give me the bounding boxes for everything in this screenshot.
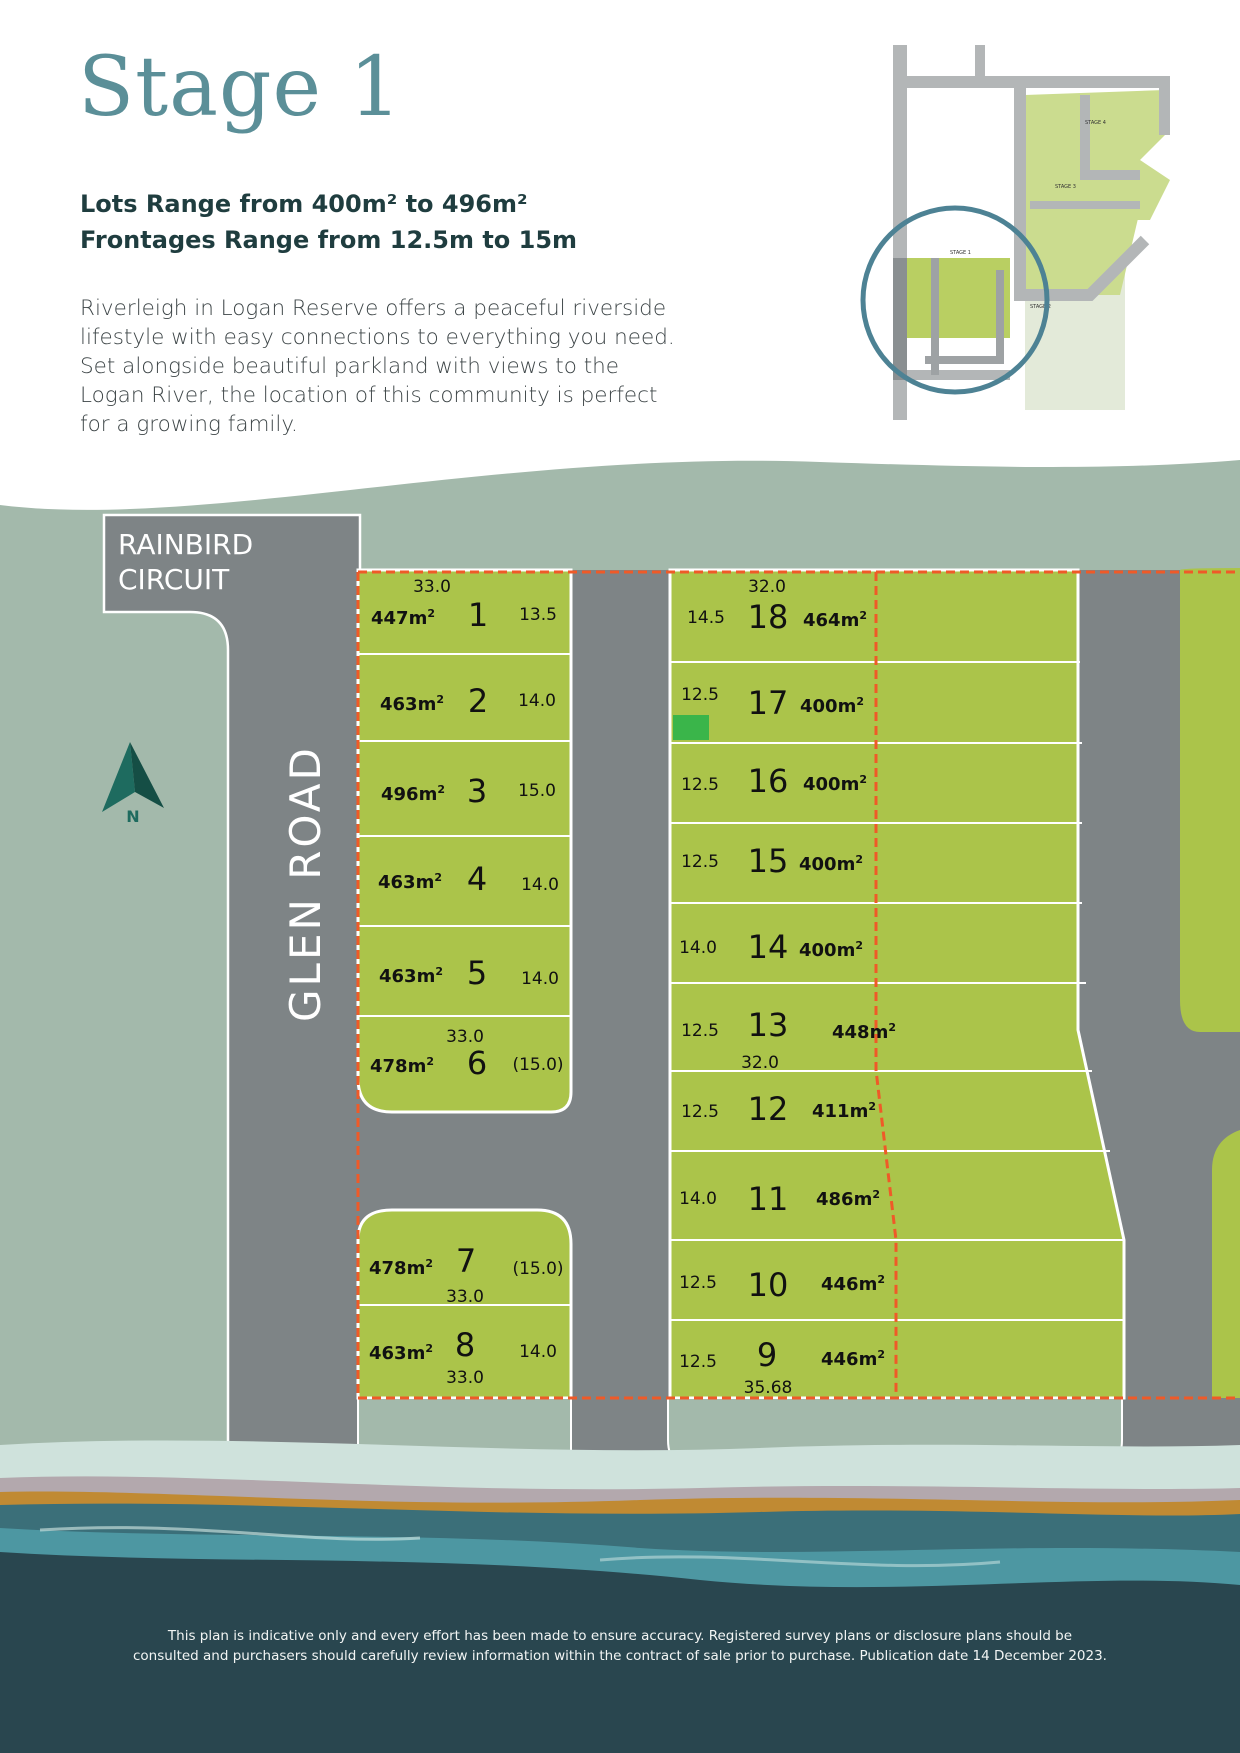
lot-1-depth: 33.0 <box>413 577 451 597</box>
lot-14-area: 400m2 <box>799 939 863 961</box>
north-arrow-icon: N <box>102 742 164 826</box>
lot-1-area: 447m2 <box>371 607 435 629</box>
lot-11-frontage: 14.0 <box>679 1189 717 1209</box>
lot-7-frontage: (15.0) <box>512 1259 563 1279</box>
lot-10-frontage: 12.5 <box>679 1273 717 1293</box>
lot-8-area: 463m2 <box>369 1342 433 1364</box>
disclaimer-line: This plan is indicative only and every e… <box>167 1628 1073 1644</box>
frontages-range: Frontages Range from 12.5m to 15m <box>80 226 578 254</box>
lot-17-area: 400m2 <box>800 695 864 717</box>
lot-16-frontage: 12.5 <box>681 775 719 795</box>
lot-12-number: 12 <box>748 1090 789 1128</box>
lot-6-number: 6 <box>467 1044 487 1082</box>
lot-8-frontage: 14.0 <box>519 1342 557 1362</box>
lot-4-frontage: 14.0 <box>521 875 559 895</box>
intro-text: Riverleigh in Logan Reserve offers a pea… <box>80 294 720 439</box>
lot-13-area: 448m2 <box>832 1021 896 1043</box>
lot-13-number: 13 <box>748 1006 789 1044</box>
lot-2-number: 2 <box>468 682 488 720</box>
lot-11-area: 486m2 <box>816 1188 880 1210</box>
lot-3-number: 3 <box>467 772 487 810</box>
lot-labels: 1 447m2 13.5 33.0 2 463m2 14.0 3 496m2 15.0 4 463m2… <box>369 577 896 1398</box>
lot-13-depth: 32.0 <box>741 1053 779 1073</box>
lot-6-frontage: (15.0) <box>512 1055 563 1075</box>
lot-4-area: 463m2 <box>378 871 442 893</box>
lot-9-area: 446m2 <box>821 1348 885 1370</box>
lot-17-number: 17 <box>748 684 789 722</box>
lot-16-area: 400m2 <box>803 773 867 795</box>
keymap-stage-4 <box>1025 90 1170 220</box>
glen-road-label: GLEN ROAD <box>281 745 330 1022</box>
lot-10-number: 10 <box>748 1266 789 1304</box>
lots-range: Lots Range from 400m² to 496m² <box>80 190 528 218</box>
lot-1-number: 1 <box>468 596 488 634</box>
lot-5-number: 5 <box>467 954 487 992</box>
lot-14-number: 14 <box>748 928 789 966</box>
lot-7-area: 478m2 <box>369 1257 433 1279</box>
left-blocks <box>356 568 573 1400</box>
lot-6-area: 478m2 <box>370 1055 434 1077</box>
lot-15-number: 15 <box>748 842 789 880</box>
lot-3-area: 496m2 <box>381 783 445 805</box>
lot-10-area: 446m2 <box>821 1273 885 1295</box>
lot-8-number: 8 <box>455 1326 475 1364</box>
lot-4-number: 4 <box>467 860 487 898</box>
intro-line: for a growing family. <box>80 412 298 437</box>
river-coast <box>0 1440 1240 1753</box>
stage-key-map: STAGE 1 STAGE 4 STAGE 3 STAGE 2 <box>860 45 1170 420</box>
keymap-stage1-label: STAGE 1 <box>950 250 971 256</box>
lot-15-frontage: 12.5 <box>681 852 719 872</box>
lot-3-frontage: 15.0 <box>518 781 556 801</box>
lot-12-area: 411m2 <box>812 1100 876 1122</box>
disclaimer: This plan is indicative only and every e… <box>40 1626 1200 1666</box>
lot-12-frontage: 12.5 <box>681 1102 719 1122</box>
lot-18-depth: 32.0 <box>748 577 786 597</box>
page-title: Stage 1 <box>78 40 403 135</box>
lot-14-frontage: 14.0 <box>679 938 717 958</box>
lot-11-number: 11 <box>748 1180 789 1218</box>
lot-8-depth: 33.0 <box>446 1368 484 1388</box>
lot-13-frontage: 12.5 <box>681 1021 719 1041</box>
keymap-stage3-label: STAGE 3 <box>1055 184 1076 190</box>
intro-line: lifestyle with easy connections to every… <box>80 325 675 350</box>
lot-15-area: 400m2 <box>799 853 863 875</box>
intro-line: Set alongside beautiful parkland with vi… <box>80 354 620 379</box>
lot-1-frontage: 13.5 <box>519 605 557 625</box>
lot-9-frontage: 12.5 <box>679 1352 717 1372</box>
keymap-stage4-label: STAGE 4 <box>1085 120 1106 126</box>
lot-5-area: 463m2 <box>379 965 443 987</box>
lot-18-number: 18 <box>748 598 789 636</box>
lot-7-depth: 33.0 <box>446 1287 484 1307</box>
lot-18-frontage: 14.5 <box>687 608 725 628</box>
north-label: N <box>126 807 139 826</box>
lot-9-depth: 35.68 <box>744 1378 793 1398</box>
lot-2-area: 463m2 <box>380 693 444 715</box>
keymap-stage1-highlight-circle <box>860 205 1050 395</box>
lot-2-frontage: 14.0 <box>518 691 556 711</box>
lot-5-frontage: 14.0 <box>521 969 559 989</box>
lot-9-number: 9 <box>757 1336 777 1374</box>
disclaimer-line: consulted and purchasers should carefull… <box>133 1648 1107 1664</box>
intro-line: Logan River, the location of this commun… <box>80 383 658 408</box>
rainbird-road-label-1: RAINBIRD <box>118 528 253 561</box>
lot-7-number: 7 <box>456 1242 476 1280</box>
keymap-stage-1 <box>900 258 1010 338</box>
lot-17-marker <box>673 715 709 740</box>
stage-boundary <box>356 570 1240 1400</box>
intro-line: Riverleigh in Logan Reserve offers a pea… <box>80 296 667 321</box>
lot-18-area: 464m2 <box>803 609 867 631</box>
keymap-stage2-label: STAGE 2 <box>1030 304 1051 310</box>
lot-6-depth: 33.0 <box>446 1027 484 1047</box>
lot-17-frontage: 12.5 <box>681 685 719 705</box>
lot-16-number: 16 <box>748 762 789 800</box>
rainbird-road-label-2: CIRCUIT <box>118 563 230 596</box>
